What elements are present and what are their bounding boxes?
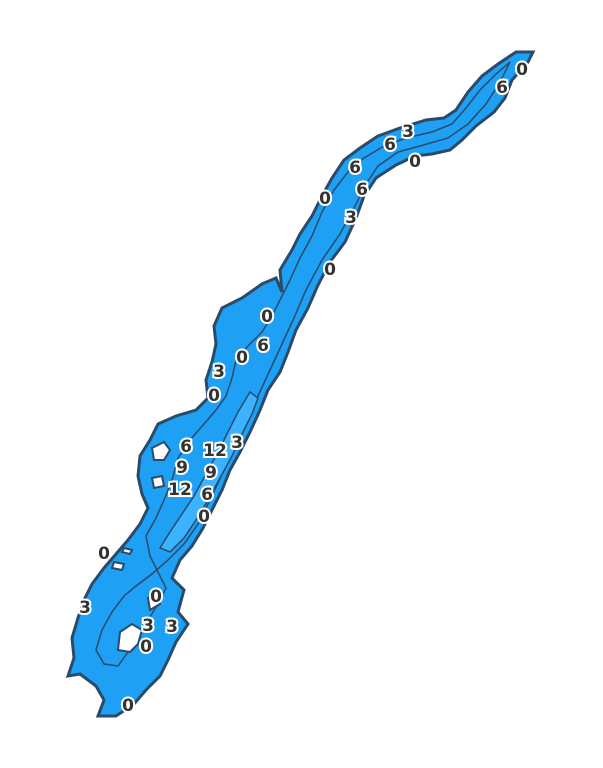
- depth-label: 0: [122, 696, 134, 716]
- depth-label: 12: [203, 441, 227, 461]
- depth-label: 0: [98, 544, 110, 564]
- island: [120, 546, 134, 556]
- depth-label: 9: [176, 458, 188, 478]
- depth-label: 0: [324, 260, 336, 280]
- depth-label: 3: [213, 362, 225, 382]
- island: [150, 440, 172, 461]
- depth-label: 0: [140, 637, 152, 657]
- depth-labels: 0 6 3 6 0 6 6 0 3 0 0 6 0 3 0 3 6 12 9 9…: [77, 58, 530, 718]
- depth-label: 6: [180, 437, 192, 457]
- depth-label: 12: [168, 480, 192, 500]
- depth-label: 3: [79, 598, 91, 618]
- depth-label: 3: [402, 122, 414, 142]
- depth-label: 0: [409, 152, 421, 172]
- depth-label: 9: [205, 463, 217, 483]
- island: [150, 474, 166, 490]
- depth-label: 3: [142, 616, 154, 636]
- contour-3m: [95, 61, 511, 667]
- depth-label: 6: [201, 485, 213, 505]
- depth-label: 6: [496, 78, 508, 98]
- contour-deep: [158, 390, 259, 553]
- lake-shoreline: [65, 50, 536, 718]
- depth-label: 3: [166, 617, 178, 637]
- depth-label: 6: [349, 158, 361, 178]
- depth-label: 3: [231, 433, 243, 453]
- depth-label: 0: [261, 307, 273, 327]
- island: [110, 560, 126, 572]
- depth-label: 0: [516, 60, 528, 80]
- depth-label: 6: [384, 135, 396, 155]
- island: [116, 622, 144, 654]
- depth-label: 6: [356, 180, 368, 200]
- island: [146, 590, 162, 612]
- depth-label: 0: [208, 386, 220, 406]
- depth-label: 0: [150, 587, 162, 607]
- depth-label: 0: [236, 348, 248, 368]
- depth-label: 6: [257, 336, 269, 356]
- depth-label: 0: [198, 507, 210, 527]
- depth-label: 3: [345, 208, 357, 228]
- depth-label: 0: [319, 189, 331, 209]
